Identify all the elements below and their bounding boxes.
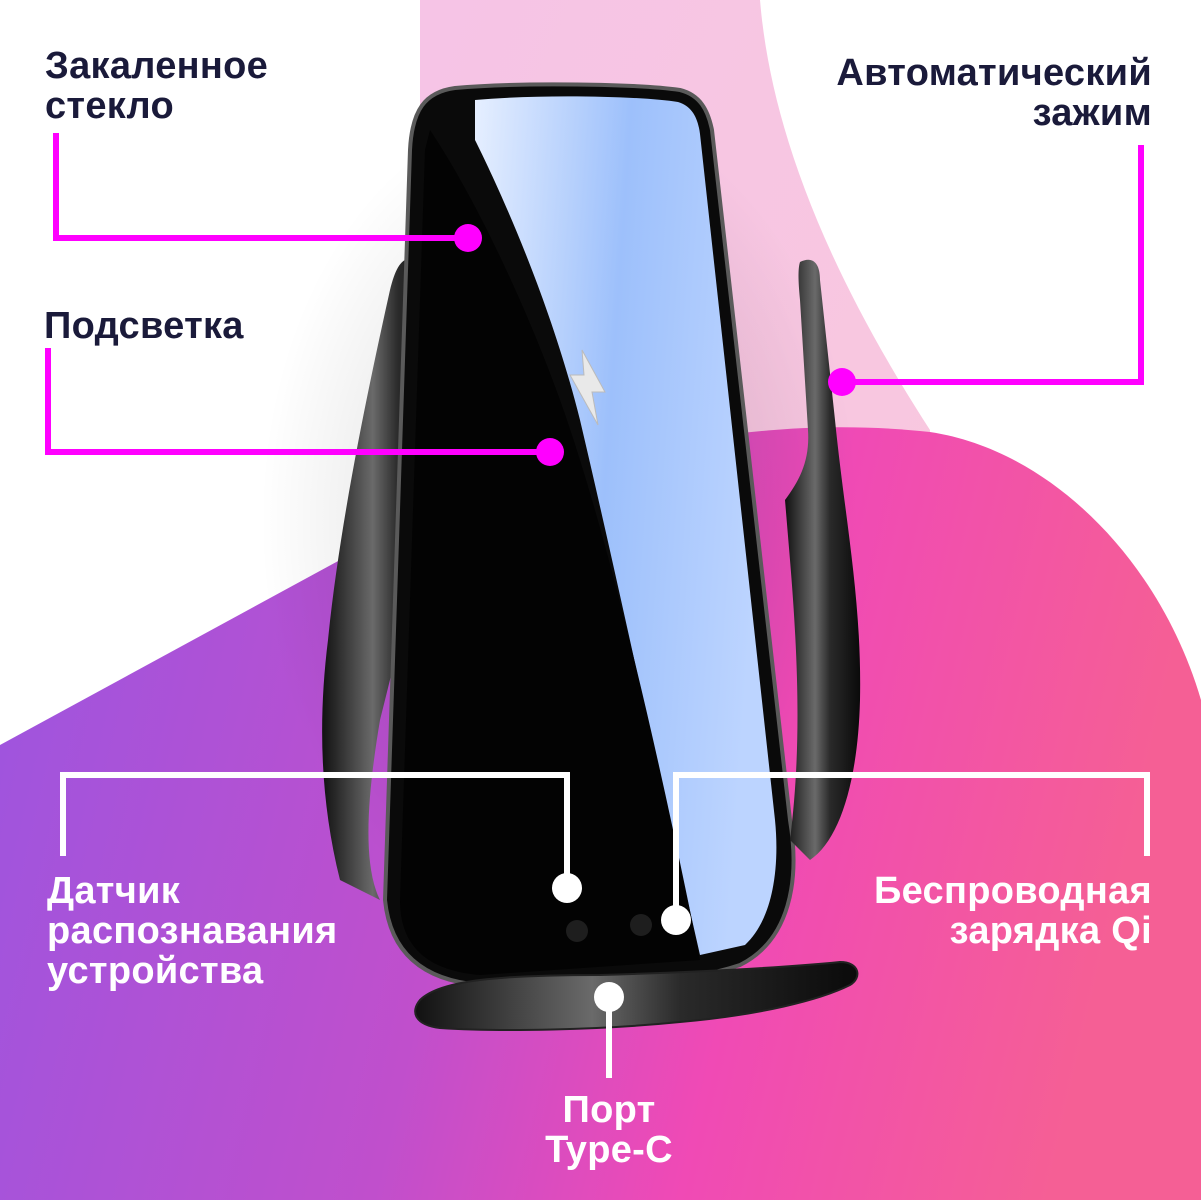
label-backlight: Подсветка (44, 305, 244, 347)
glass-reflection-shape (475, 96, 777, 956)
label-type-c-port: Порт Type-C (545, 1089, 673, 1171)
base-tray-shape (414, 960, 859, 1031)
lightning-bolt-icon (569, 349, 606, 426)
label-device-sensor: Датчик распознавания устройства (47, 870, 338, 992)
label-auto-clamp: Автоматический зажим (836, 52, 1152, 134)
right-clamp-shape (785, 259, 861, 860)
sensor-dot (630, 914, 652, 936)
label-tempered-glass: Закаленное стекло (45, 45, 269, 127)
label-qi-charging: Беспроводная зарядка Qi (873, 870, 1152, 952)
sensor-dot (566, 920, 588, 942)
